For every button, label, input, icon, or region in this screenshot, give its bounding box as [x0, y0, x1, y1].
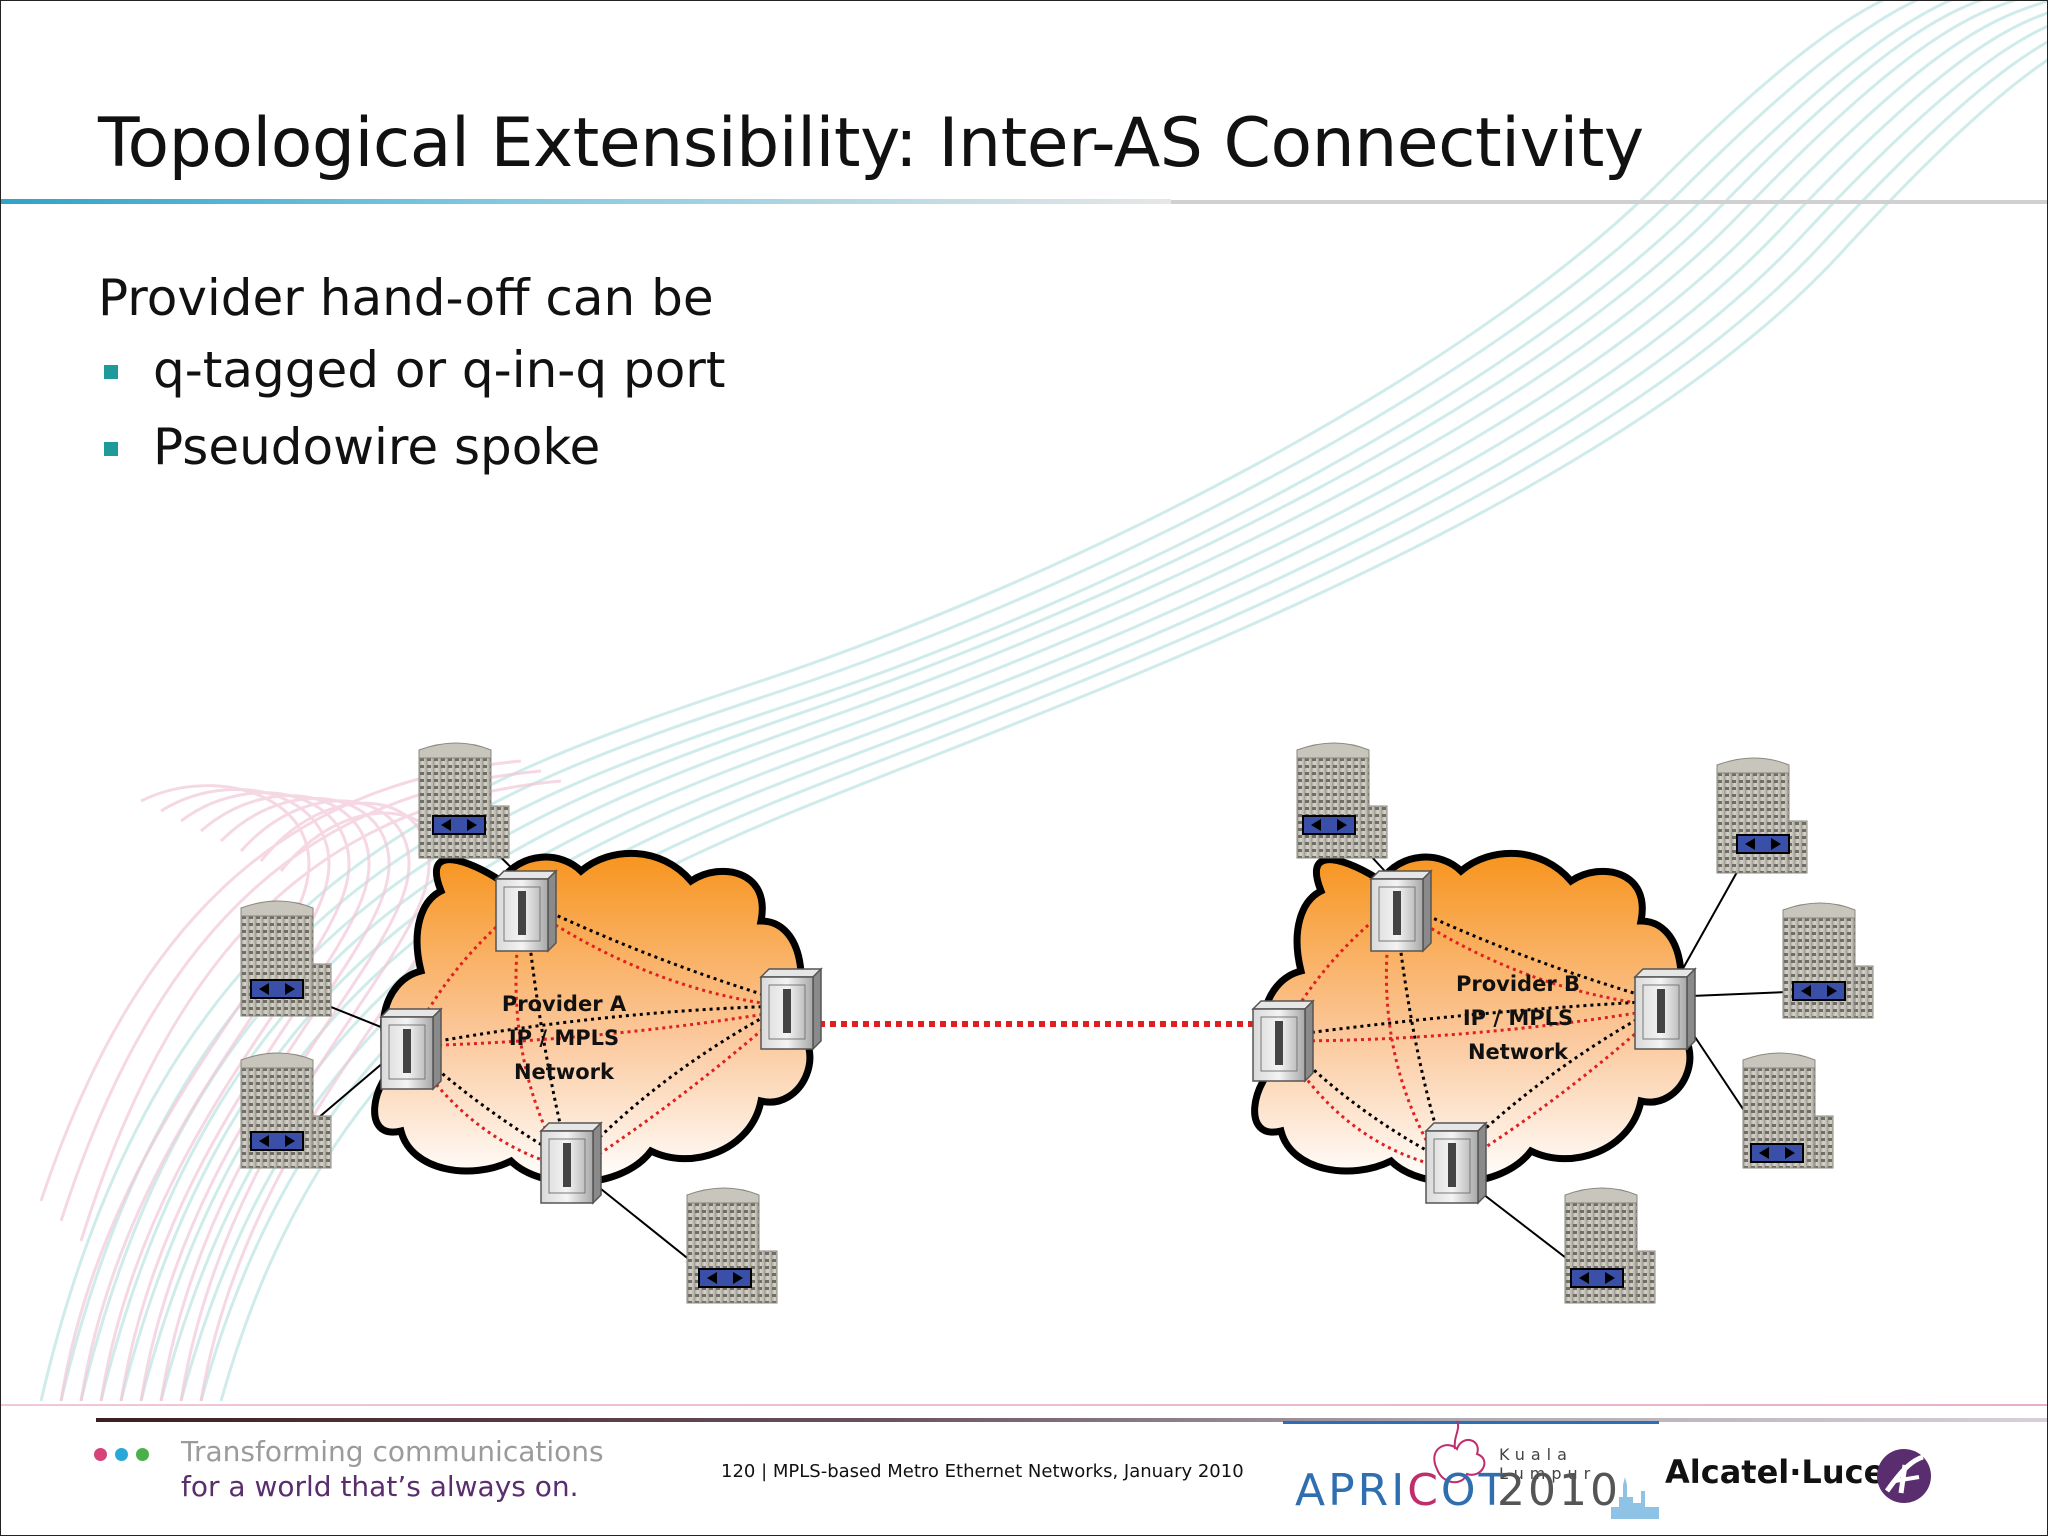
blue-dot-icon	[115, 1448, 128, 1461]
bullet-square-icon	[104, 365, 118, 379]
customer-site-building-icon	[1716, 757, 1808, 874]
bullet-item: Pseudowire spoke	[98, 418, 725, 495]
router-icon	[539, 1121, 603, 1205]
provider-b-label-line3: Network	[1468, 1040, 1569, 1064]
tagline-dots	[94, 1446, 157, 1465]
provider-b-label-line2: IP / MPLS	[1463, 1006, 1573, 1030]
apricot-flower-icon	[1433, 1420, 1486, 1484]
alcatel-lucent-logo-icon	[1877, 1449, 1931, 1503]
customer-site-building-icon	[686, 1187, 778, 1304]
tagline-line2: for a world that’s always on.	[181, 1470, 579, 1503]
router-icon	[1251, 999, 1315, 1083]
router-icon	[1424, 1121, 1488, 1205]
page-info: 120 | MPLS-based Metro Ethernet Networks…	[721, 1461, 1244, 1482]
bullet-text: q-tagged or q-in-q port	[153, 341, 726, 399]
event-name: APRICOT	[1295, 1465, 1508, 1516]
bullet-text: Pseudowire spoke	[153, 418, 601, 476]
bullet-item: q-tagged or q-in-q port	[98, 341, 725, 418]
customer-site-building-icon	[1742, 1052, 1834, 1169]
event-name-part1: APRI	[1295, 1465, 1408, 1516]
pink-dot-icon	[94, 1448, 107, 1461]
provider-a-label-line2: IP / MPLS	[509, 1026, 619, 1050]
footer-divider-pink	[1, 1404, 2047, 1406]
intro-text: Provider hand-off can be	[98, 269, 714, 327]
event-name-part3: OT	[1440, 1465, 1509, 1516]
title-underline	[1, 199, 1171, 204]
apricot-event-logo: Kuala Lumpur APRICOT 2010	[1289, 1419, 1659, 1519]
customer-site-building-icon	[240, 1052, 332, 1169]
tagline-line1: Transforming communications	[181, 1435, 604, 1468]
router-icon	[1633, 967, 1697, 1051]
bullet-square-icon	[104, 442, 118, 456]
tagline: Transforming communications for a world …	[181, 1435, 604, 1503]
customer-site-building-icon	[1296, 742, 1388, 859]
customer-site-building-icon	[240, 900, 332, 1017]
router-icon	[759, 967, 823, 1051]
bullet-list: q-tagged or q-in-q port Pseudowire spoke	[98, 341, 725, 495]
customer-site-building-icon	[1564, 1187, 1656, 1304]
provider-a-label-line1: Provider A	[502, 992, 627, 1016]
provider-a-label-line3: Network	[514, 1060, 615, 1084]
event-city: Kuala Lumpur	[1499, 1445, 1597, 1483]
title-underline-right	[1171, 200, 2047, 204]
customer-site-building-icon	[418, 742, 510, 859]
customer-site-building-icon	[1782, 902, 1874, 1019]
footer-divider-blue	[1283, 1421, 1659, 1424]
router-icon	[1369, 869, 1433, 953]
event-name-part2: C	[1407, 1465, 1441, 1516]
green-dot-icon	[136, 1448, 149, 1461]
event-year: 2010	[1497, 1465, 1621, 1516]
slide-title: Topological Extensibility: Inter-AS Conn…	[98, 104, 1644, 183]
provider-b-label-line1: Provider B	[1456, 972, 1580, 996]
city-skyline-icon	[1611, 1477, 1659, 1519]
router-icon	[494, 869, 558, 953]
footer-divider	[96, 1418, 2047, 1422]
router-icon	[379, 1007, 443, 1091]
